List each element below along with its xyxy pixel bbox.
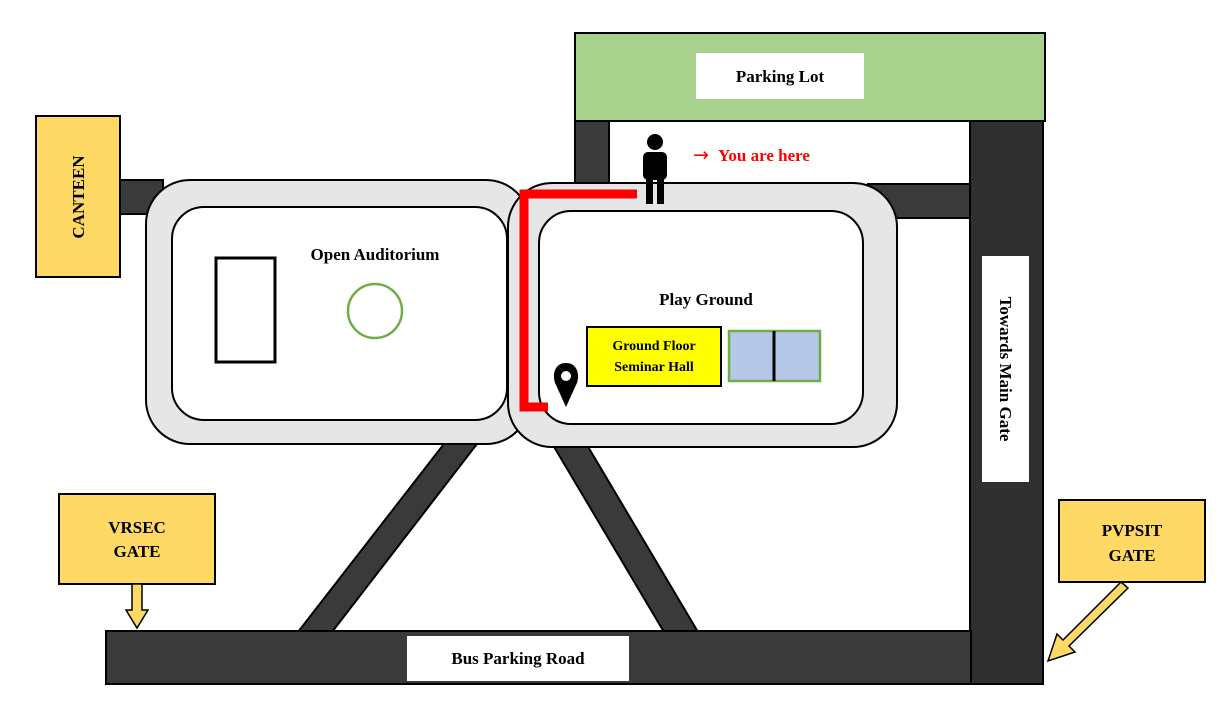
- canteen-box: [35, 115, 121, 278]
- fountain-circle: [346, 282, 404, 340]
- person-icon: [643, 134, 667, 204]
- vrsec-gate-label-line2: GATE: [114, 542, 161, 561]
- route-path: [519, 189, 637, 412]
- you-are-here-label: You are here: [718, 146, 810, 165]
- bus-parking-road-label-box: [407, 636, 629, 681]
- play-ground-inner: [538, 210, 864, 425]
- canteen-label: CANTEEN: [69, 155, 88, 239]
- seminar-hall-label-line2: Seminar Hall: [614, 360, 694, 375]
- pvpsit-gate-arrow: [1046, 580, 1130, 663]
- vrsec-gate-arrow: [124, 583, 150, 630]
- auditorium-stage: [214, 256, 277, 364]
- location-pin-icon: [553, 363, 579, 407]
- open-auditorium-label: Open Auditorium: [311, 245, 440, 264]
- pvpsit-gate-box: [1058, 499, 1206, 583]
- seminar-hall-label-line1: Ground Floor: [612, 339, 695, 354]
- bus-parking-road-label: Bus Parking Road: [451, 649, 585, 668]
- parking-lot-label: Parking Lot: [736, 67, 825, 86]
- play-ground-label: Play Ground: [659, 290, 753, 309]
- road-left-vertical: [574, 120, 610, 192]
- seminar-hall-box: [586, 326, 722, 387]
- towards-main-gate-label: Towards Main Gate: [996, 297, 1015, 442]
- parking-lot-label-box: [696, 53, 864, 99]
- pvpsit-gate-label-line1: PVPSIT: [1102, 521, 1163, 540]
- pvpsit-gate-label-line2: GATE: [1109, 546, 1156, 565]
- vrsec-gate-label-line1: VRSEC: [108, 518, 166, 537]
- vrsec-gate-box: [58, 493, 216, 585]
- main-gate-label-box: [982, 256, 1029, 482]
- road-diagonal-right: [548, 439, 700, 633]
- you-arrow-icon: →: [693, 144, 709, 166]
- road-diagonal-left: [295, 439, 483, 633]
